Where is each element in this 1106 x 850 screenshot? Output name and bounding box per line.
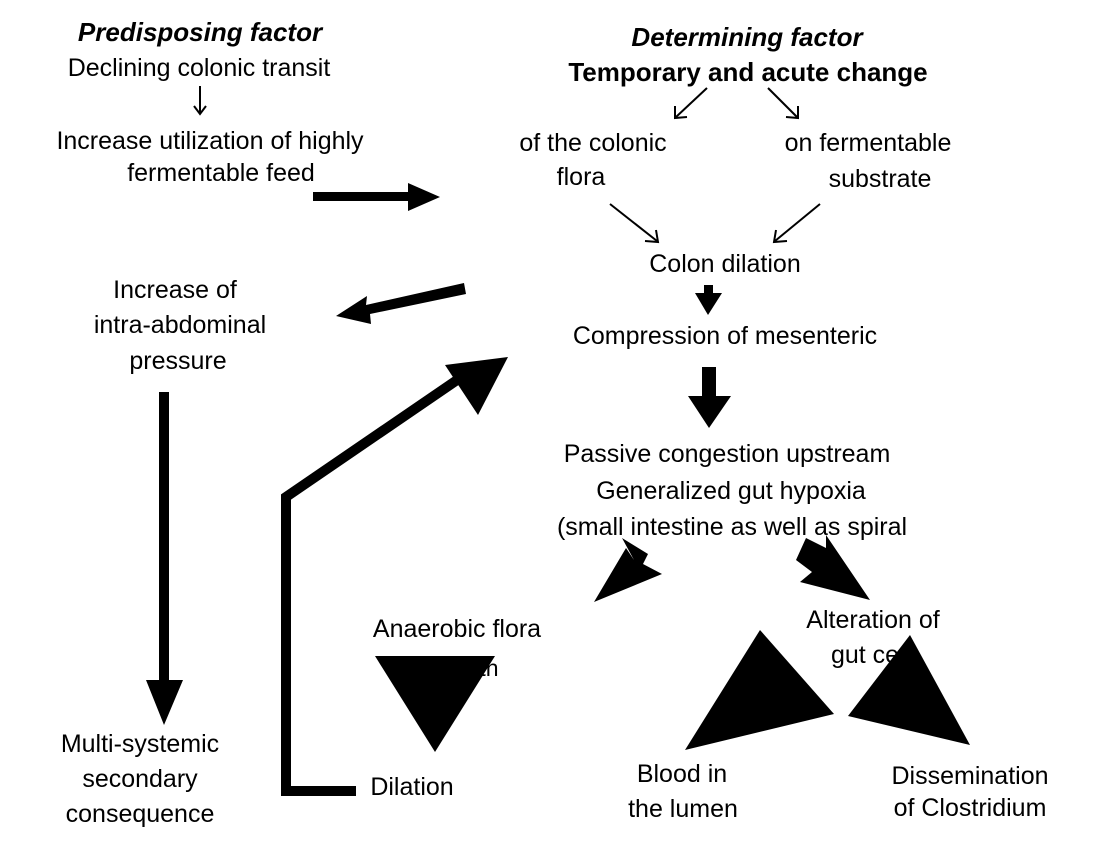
arrow-change-to-substrate: [767, 87, 798, 118]
feedback-loop-head: [445, 357, 508, 415]
fermentable-substrate-line-1: on fermentable: [784, 129, 952, 157]
colonic-flora-line-1: of the colonic: [519, 129, 667, 157]
arrow-compression-to-congestion-head: [688, 396, 731, 428]
anaerobic-flora-label: Anaerobic flora: [372, 615, 542, 643]
multi-systemic-line-1: Multi-systemic: [60, 730, 220, 758]
increase-utilization-line-2: fermentable feed: [127, 159, 315, 187]
passive-congestion-label: Passive congestion upstream: [563, 440, 891, 468]
determining-header: Determining factor: [631, 22, 863, 52]
arrow-substrate-to-dilation: [774, 203, 821, 242]
colonic-flora-line-2: flora: [556, 163, 606, 191]
arrow-to-intra-abdominal: [336, 283, 466, 324]
increase-utilization-line-1: Increase utilization of highly: [56, 127, 364, 155]
colon-dilation-label: Colon dilation: [649, 250, 801, 278]
intra-abdominal-line-2: intra-abdominal: [93, 311, 267, 339]
declining-transit-label: Declining colonic transit: [67, 54, 331, 82]
compression-label: Compression of mesenteric: [572, 322, 878, 350]
dilation-label: Dilation: [370, 773, 454, 801]
fermentable-substrate-line-2: substrate: [828, 165, 932, 193]
multi-systemic-line-3: consequence: [65, 800, 215, 828]
arrow-dilation-to-compression-head: [695, 293, 722, 315]
dissemination-line-1: Dissemination: [891, 762, 1049, 790]
arrow-flora-to-dilation-head: [644, 229, 660, 244]
blood-line-1: Blood in: [636, 760, 728, 788]
feedback-loop-line: [281, 373, 463, 796]
arrow-feed-to-change-shaft: [313, 192, 413, 201]
arrow-alteration-to-blood-triangle: [685, 630, 834, 750]
arrow-change-to-flora: [675, 87, 708, 118]
feedback-loop: [281, 357, 508, 796]
anaerobic-flora-fragment: th: [479, 655, 499, 681]
arrow-flora-to-dilation-triangle: [375, 656, 495, 752]
intra-abdominal-line-1: Increase of: [113, 276, 237, 304]
thin-arrows: [193, 86, 821, 244]
predisposing-header: Predisposing factor: [77, 17, 323, 47]
temporary-change-label: Temporary and acute change: [568, 57, 928, 87]
small-intestine-label: (small intestine as well as spiral: [556, 513, 908, 541]
alteration-line-1: Alteration of: [806, 606, 940, 634]
arrow-alteration-to-dissemination-triangle: [848, 635, 970, 745]
arrow-hypoxia-to-anaerobic-flora: [594, 538, 662, 602]
arrow-hypoxia-to-alteration: [796, 535, 870, 600]
arrow-change-to-flora-head: [674, 106, 688, 120]
arrow-feed-to-change-head: [408, 183, 440, 211]
arrow-flora-to-dilation: [609, 203, 658, 242]
arrow-change-to-substrate-head: [785, 106, 799, 120]
arrow-substrate-to-dilation-head: [772, 229, 788, 244]
gut-hypoxia-label: Generalized gut hypoxia: [596, 477, 866, 505]
arrow-dilation-to-compression-shaft: [704, 285, 713, 299]
intra-abdominal-line-3: pressure: [129, 347, 227, 375]
dissemination-line-2: of Clostridium: [893, 794, 1047, 822]
thick-arrows: [146, 183, 970, 752]
arrow-compression-to-congestion-shaft: [702, 367, 716, 401]
arrow-pressure-to-multi-systemic: [146, 392, 183, 725]
arrow-transit-to-utilization-head: [193, 105, 207, 116]
multi-systemic-line-2: secondary: [82, 765, 198, 793]
blood-line-2: the lumen: [628, 795, 738, 823]
alteration-line-2: gut ce: [830, 641, 900, 669]
